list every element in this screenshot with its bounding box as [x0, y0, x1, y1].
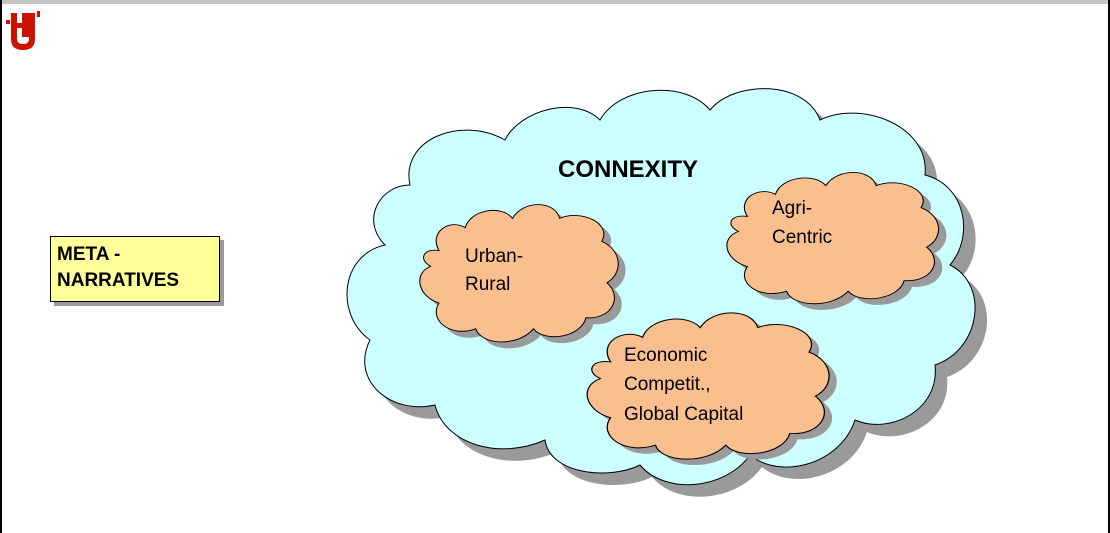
frame-left-border: [0, 0, 2, 533]
urban-rural-line-2: Rural: [465, 274, 510, 295]
top-bar: [0, 0, 1110, 4]
hj-logo-icon: [6, 11, 40, 50]
connexity-diagram: CONNEXITY Urban- Rural Agri- Centric Eco…: [346, 88, 988, 497]
agri-centric-line-2: Centric: [772, 227, 832, 248]
meta-label-line-2: NARRATIVES: [57, 270, 180, 291]
frame-right-border: [1108, 0, 1110, 533]
economic-line-1: Economic: [624, 345, 707, 366]
economic-line-3: Global Capital: [624, 404, 743, 425]
connexity-title: CONNEXITY: [558, 156, 698, 183]
agri-centric-line-1: Agri-: [772, 198, 812, 219]
economic-line-2: Competit.,: [624, 374, 711, 395]
urban-rural-line-1: Urban-: [465, 246, 523, 267]
meta-narratives-label: META - NARRATIVES: [50, 236, 220, 302]
meta-label-line-1: META -: [57, 244, 121, 265]
